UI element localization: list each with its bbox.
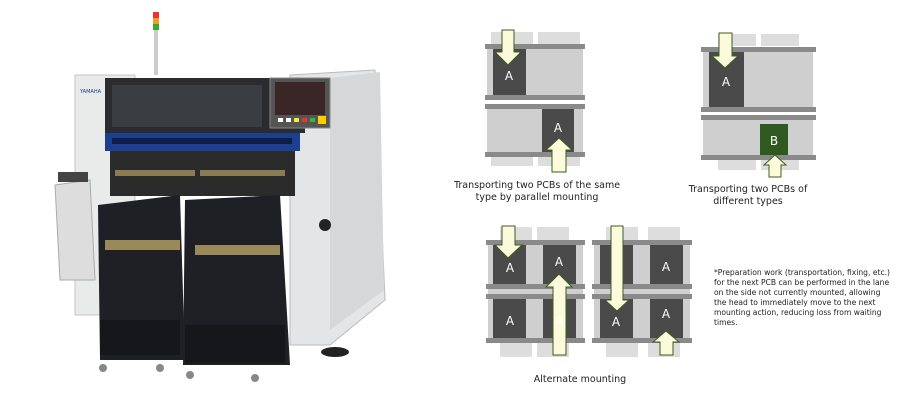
diagram-different-types: A B: [701, 32, 816, 178]
diagram-parallel-mounting: A A: [485, 29, 585, 173]
caption-line: type by parallel mounting: [475, 192, 599, 203]
board-label: A: [612, 315, 621, 329]
arrow-down-icon: [493, 225, 524, 259]
caption-line: Transporting two PCBs of the same: [453, 180, 621, 191]
pcb-board: [650, 245, 683, 284]
board-label: A: [662, 260, 671, 274]
caption-different: Transporting two PCBs of different types: [668, 184, 828, 208]
caption-alternate: Alternate mounting: [533, 374, 627, 385]
board-label: A: [722, 75, 731, 89]
footnote: *Preparation work (transportation, fixin…: [714, 268, 890, 327]
arrow-up-icon: [762, 154, 788, 178]
board-label: A: [506, 314, 515, 328]
caption-line: different types: [713, 196, 783, 207]
arrow-up-icon: [544, 273, 574, 356]
board-label: B: [770, 134, 778, 148]
mounter-machine-image: YAMAHA: [54, 12, 386, 382]
diagram-alternate-mounting: A A A A A A A: [486, 225, 692, 357]
arrow-up-icon: [544, 137, 574, 173]
caption-parallel: Transporting two PCBs of the same type b…: [447, 180, 627, 204]
signal-tower: [153, 12, 159, 75]
machine-logo: YAMAHA: [79, 89, 102, 95]
arrow-up-icon: [651, 330, 681, 356]
board-label: A: [554, 121, 563, 135]
feeder-cart-left: [98, 195, 185, 372]
arrow-down-icon: [603, 225, 631, 312]
caption-line: Transporting two PCBs of: [688, 184, 808, 195]
pcb-board: [493, 299, 526, 338]
feeder-cart-right: [183, 195, 290, 382]
arrow-down-icon: [493, 29, 523, 66]
arrow-down-icon: [710, 32, 740, 69]
board-label: A: [505, 69, 514, 83]
board-label: A: [506, 261, 515, 275]
monitor-panel: [269, 77, 331, 129]
board-label: A: [555, 314, 564, 328]
board-label: A: [662, 307, 671, 321]
board-label: A: [555, 255, 564, 269]
pcb-board-b: [760, 124, 788, 155]
